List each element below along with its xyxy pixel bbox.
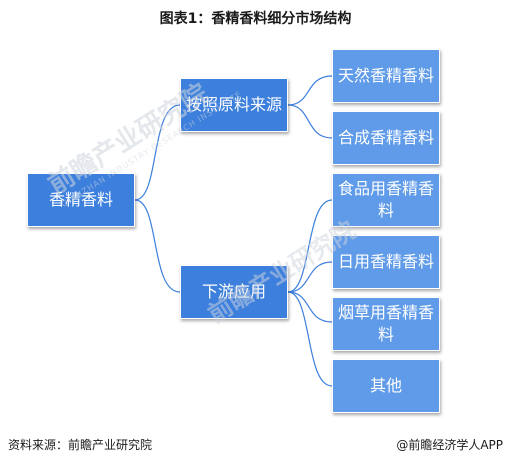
connector-branch2-leaf2 [287, 261, 333, 293]
leaf-node-daily: 日用香精香料 [332, 235, 440, 289]
connector-branch2-leaf4 [287, 291, 333, 387]
branch-node-downstream: 下游应用 [180, 265, 288, 319]
leaf-node-natural: 天然香精香料 [332, 49, 440, 103]
leaf-node-food: 食品用香精香料 [332, 173, 440, 227]
connector-branch1-leaf2 [287, 104, 333, 139]
connector-branch1-leaf1 [287, 75, 333, 106]
brand-note: @前瞻经济学人APP [396, 438, 503, 452]
leaf-node-tobacco: 烟草用香精香料 [332, 297, 440, 351]
branch-node-raw-material: 按照原料来源 [180, 78, 288, 132]
connector-branch2-leaf3 [287, 291, 333, 323]
source-note: 资料来源：前瞻产业研究院 [8, 438, 153, 452]
leaf-node-synthetic: 合成香精香料 [332, 111, 440, 165]
connector-root-branch2 [134, 199, 181, 293]
connector-branch2-leaf1 [287, 199, 333, 293]
leaf-node-other: 其他 [332, 359, 440, 413]
chart-title: 图表1：香精香料细分市场结构 [159, 11, 352, 27]
connector-root-branch1 [134, 104, 181, 201]
root-node: 香精香料 [27, 173, 135, 227]
